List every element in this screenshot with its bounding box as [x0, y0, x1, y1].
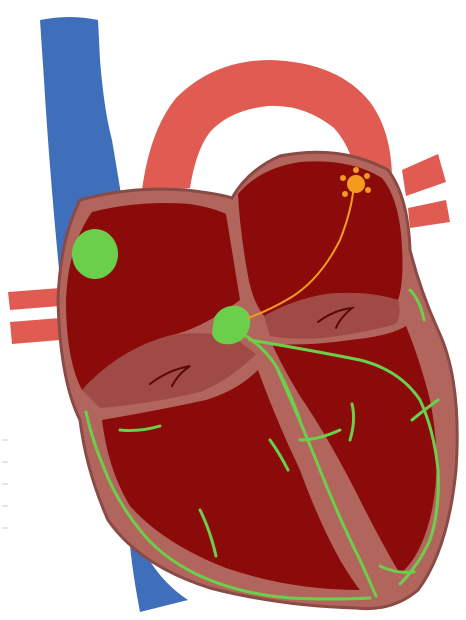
vessel-branch-left-upper: [8, 288, 60, 310]
vessel-branch-right-upper: [402, 154, 446, 196]
left-atrium: [238, 161, 403, 316]
vessel-branch-right-lower: [408, 200, 450, 228]
sa-node-icon: [72, 229, 118, 279]
edge-ticks: [2, 440, 8, 528]
vessel-branch-left-lower: [10, 318, 60, 344]
